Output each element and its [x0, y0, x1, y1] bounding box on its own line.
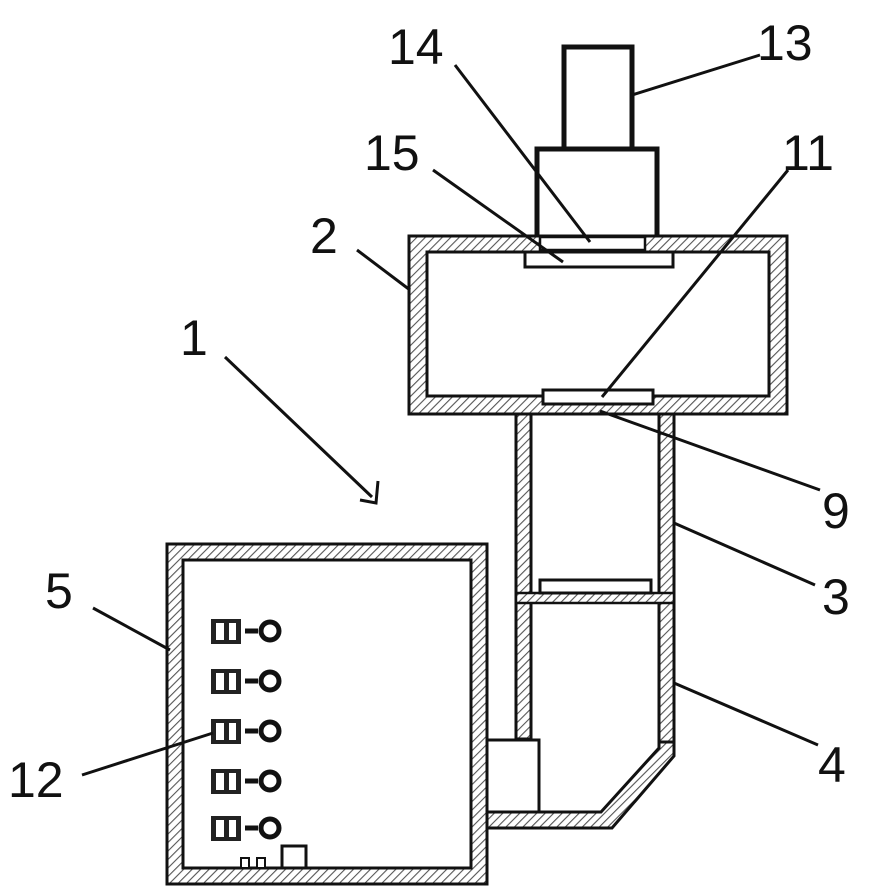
- control-box: [165, 542, 489, 886]
- label-12: 12: [8, 752, 64, 808]
- filter-plate: [538, 578, 653, 595]
- indicator-row: [211, 816, 282, 841]
- bottom-module: [280, 844, 308, 870]
- indicator-row: [211, 719, 282, 744]
- indicator-row: [211, 769, 282, 794]
- bottom-button-1: [240, 857, 250, 869]
- pipe-right-wall: [657, 412, 676, 744]
- leader-1-arrowhead: [359, 480, 380, 505]
- leader-4: [673, 681, 819, 747]
- label-1: 1: [180, 310, 208, 366]
- leader-14: [453, 64, 592, 243]
- bottom-button-2: [256, 857, 266, 869]
- seal-plate-15: [523, 250, 675, 269]
- leader-15: [432, 168, 564, 264]
- leader-12: [81, 731, 214, 777]
- control-box-wall: [165, 542, 489, 886]
- leader-11: [600, 169, 790, 398]
- leader-5: [92, 606, 171, 652]
- label-15: 15: [364, 125, 420, 181]
- top-plate-14: [538, 235, 647, 252]
- motor-shaft-housing: [561, 44, 635, 152]
- vertical-pipe: [482, 412, 676, 830]
- label-11: 11: [782, 125, 834, 181]
- label-3: 3: [822, 569, 850, 625]
- pipe-left-wall: [514, 412, 533, 741]
- motor-body: [534, 146, 660, 241]
- leader-lines: [81, 53, 821, 777]
- leader-1: [223, 355, 374, 499]
- leader-3: [673, 521, 816, 587]
- upper-chamber: [407, 234, 789, 416]
- indicator-row: [211, 669, 282, 694]
- label-2: 2: [310, 208, 338, 264]
- leader-13: [631, 53, 761, 97]
- label-14: 14: [388, 19, 444, 75]
- reference-labels: 13 14 15 11 2 1 9 3 5 4 12: [8, 15, 850, 808]
- label-13: 13: [757, 15, 813, 71]
- connector-block: [482, 738, 541, 814]
- label-9: 9: [822, 483, 850, 539]
- label-5: 5: [45, 563, 73, 619]
- motor-assembly: [534, 44, 660, 241]
- indicator-row: [211, 619, 282, 644]
- leader-2: [356, 248, 411, 292]
- leader-9: [599, 409, 821, 492]
- valve-plate-11: [541, 388, 655, 406]
- label-4: 4: [818, 737, 846, 793]
